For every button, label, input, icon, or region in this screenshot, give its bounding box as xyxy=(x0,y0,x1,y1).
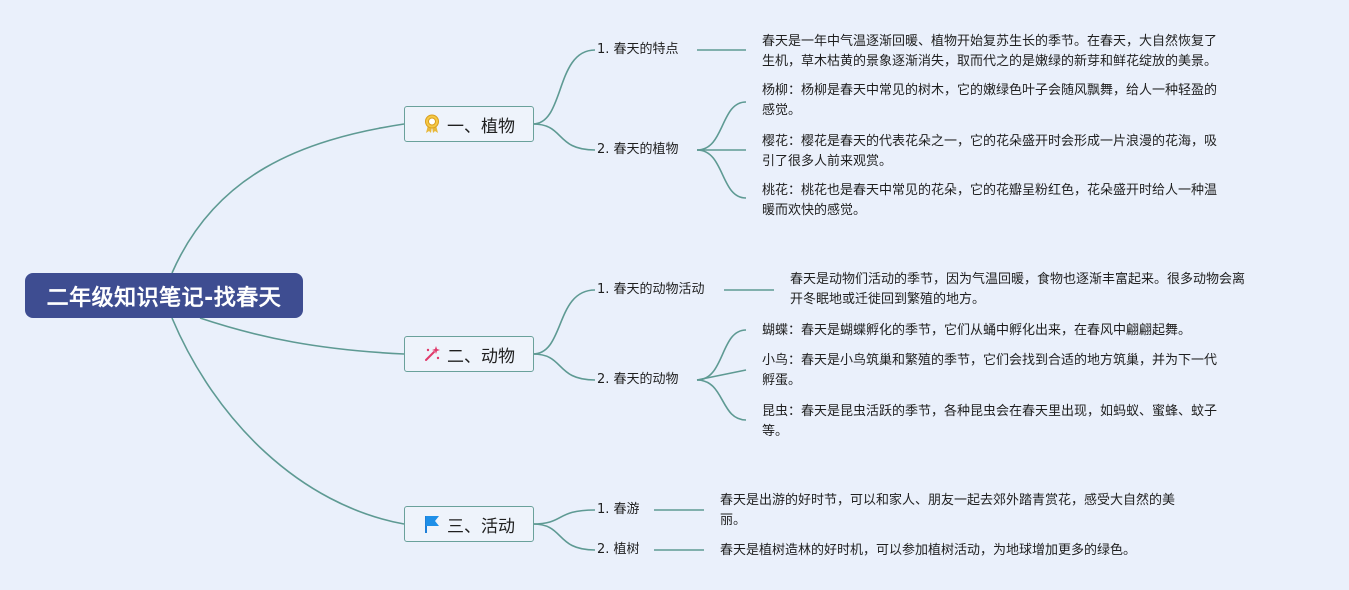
leaf-spring-features[interactable]: 春天是一年中气温逐渐回暖、植物开始复苏生长的季节。在春天，大自然恢复了 生机，草… xyxy=(762,34,1218,69)
leaf-willow[interactable]: 杨柳：杨柳是春天中常见的树木，它的嫩绿色叶子会随风飘舞，给人一种轻盈的 感觉。 xyxy=(762,83,1218,118)
connector-activities-planting xyxy=(532,523,596,551)
leaf-tree-planting[interactable]: 春天是植树造林的好时机，可以参加植树活动，为地球增加更多的绿色。 xyxy=(720,543,1137,558)
leaf-insects[interactable]: 昆虫：春天是昆虫活跃的季节，各种昆虫会在春天里出现，如蚂蚁、蜜蜂、蚊子 等。 xyxy=(762,404,1218,439)
flag-icon xyxy=(423,514,441,534)
subtopic-tree-planting[interactable]: 2. 植树 xyxy=(597,542,640,557)
branch-title: 三、活动 xyxy=(447,516,515,537)
connector-plants-plants xyxy=(532,123,596,151)
connector-root-animals xyxy=(199,317,405,355)
subtopic-animal-activity[interactable]: 1. 春天的动物活动 xyxy=(597,282,705,297)
branch-plants[interactable]: 一、植物 xyxy=(404,106,534,142)
branch-title: 一、植物 xyxy=(447,116,515,137)
leaf-butterfly[interactable]: 蝴蝶：春天是蝴蝶孵化的季节，它们从蛹中孵化出来，在春风中翩翩起舞。 xyxy=(762,323,1192,338)
connector-animallist-leaf2 xyxy=(696,369,747,381)
subtopic-spring-animals[interactable]: 2. 春天的动物 xyxy=(597,372,679,387)
connector-plantlist-leaf1 xyxy=(696,101,747,151)
connector-plantlist-leaf3 xyxy=(696,149,747,199)
root-title: 二年级知识笔记-找春天 xyxy=(46,285,282,311)
connector-plants-features xyxy=(532,49,596,125)
connector-root-activities xyxy=(171,317,405,525)
subtopic-spring-plants[interactable]: 2. 春天的植物 xyxy=(597,142,679,157)
subtopic-spring-features[interactable]: 1. 春天的特点 xyxy=(597,42,679,57)
leaf-cherry-blossom[interactable]: 樱花：樱花是春天的代表花朵之一，它的花朵盛开时会形成一片浪漫的花海，吸 引了很多… xyxy=(762,134,1218,169)
subtopic-spring-outing[interactable]: 1. 春游 xyxy=(597,502,640,517)
branch-animals[interactable]: 二、动物 xyxy=(404,336,534,372)
branch-title: 二、动物 xyxy=(447,346,515,367)
connector-animallist-leaf1 xyxy=(696,329,747,381)
connector-animallist-leaf3 xyxy=(696,379,747,421)
leaf-peach-blossom[interactable]: 桃花：桃花也是春天中常见的花朵，它的花瓣呈粉红色，花朵盛开时给人一种温 暖而欢快… xyxy=(762,183,1218,218)
connector-animals-animals xyxy=(532,353,596,381)
leaf-bird[interactable]: 小鸟：春天是小鸟筑巢和繁殖的季节，它们会找到合适的地方筑巢，并为下一代 孵蛋。 xyxy=(762,353,1218,388)
award-ribbon-icon xyxy=(423,114,441,134)
leaf-spring-outing[interactable]: 春天是出游的好时节，可以和家人、朋友一起去郊外踏青赏花，感受大自然的美 丽。 xyxy=(720,493,1176,528)
leaf-animal-activity[interactable]: 春天是动物们活动的季节，因为气温回暖，食物也逐渐丰富起来。很多动物会离 开冬眠地… xyxy=(790,272,1246,307)
branch-activities[interactable]: 三、活动 xyxy=(404,506,534,542)
sparkle-wand-icon xyxy=(423,345,441,363)
root-topic[interactable]: 二年级知识笔记-找春天 xyxy=(25,273,303,318)
connector-root-plants xyxy=(171,123,405,274)
connector-activities-outing xyxy=(532,509,596,525)
connector-animals-activity xyxy=(532,289,596,355)
